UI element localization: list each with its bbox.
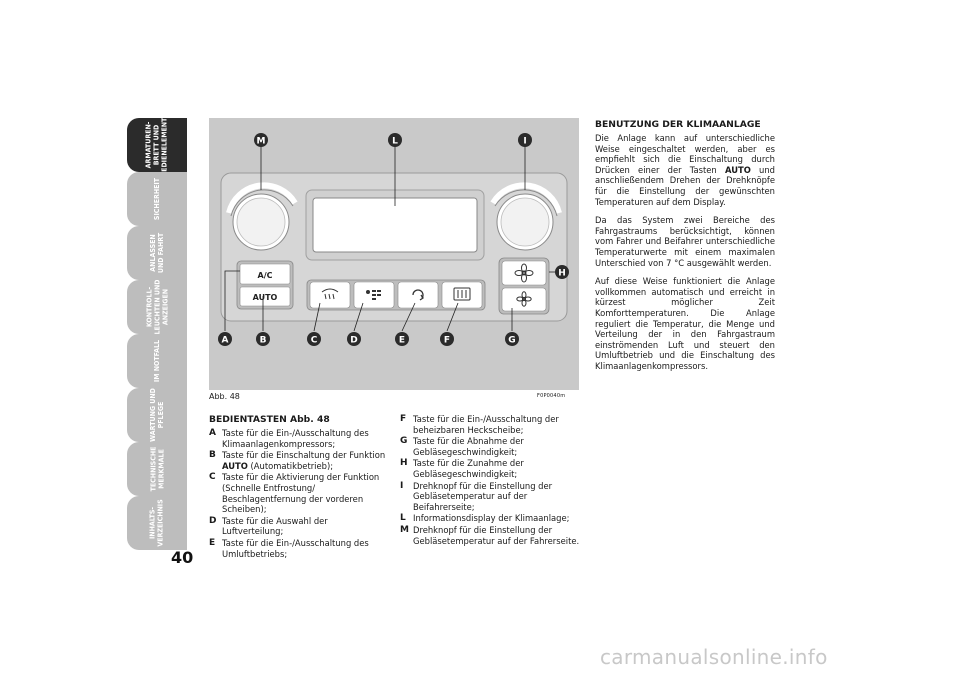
front-defrost-icon bbox=[321, 288, 339, 300]
usage-paragraph: Die Anlage kann auf unterschiedliche Wei… bbox=[595, 133, 775, 207]
side-tab-label: ANLASSEN UND FAHRT bbox=[149, 232, 165, 274]
side-tab-technische-merkmale[interactable]: TECHNISCHE MERKMALE bbox=[127, 442, 187, 496]
callout-f: F bbox=[444, 336, 450, 346]
callout-g: G bbox=[508, 336, 515, 346]
callout-m: M bbox=[257, 137, 266, 147]
side-tab-label: INHALTS- VERZEICHNIS bbox=[149, 499, 165, 547]
auto-button-label: AUTO bbox=[253, 293, 278, 302]
right-temperature-knob bbox=[490, 182, 562, 251]
fan-speed-down-icon bbox=[516, 291, 532, 307]
usage-section: BENUTZUNG DER KLIMAANLAGE Die Anlage kan… bbox=[595, 119, 775, 379]
callout-a: A bbox=[222, 336, 229, 346]
callout-i: I bbox=[523, 137, 526, 147]
callout-h: H bbox=[558, 269, 566, 279]
buttons-heading: BEDIENTASTEN Abb. 48 bbox=[209, 414, 330, 425]
side-tab-label: SICHERHEIT bbox=[152, 177, 161, 221]
side-tab-anlassen[interactable]: ANLASSEN UND FAHRT bbox=[127, 226, 187, 280]
side-tab-sicherheit[interactable]: SICHERHEIT bbox=[127, 172, 187, 226]
air-distribution-icon bbox=[366, 290, 381, 300]
ac-button-label: A/C bbox=[258, 271, 273, 280]
usage-paragraph: Da das System zwei Bereiche des Fahrgast… bbox=[595, 215, 775, 268]
side-tab-armaturenbrett[interactable]: ARMATUREN- BRETT UND BEDIENELEMENTE bbox=[127, 118, 187, 172]
climate-panel-illustration: M L I H A B C D E F G A/C AUTO bbox=[218, 133, 569, 346]
figure-code: F0P0040m bbox=[537, 393, 566, 399]
recirculation-icon bbox=[412, 289, 424, 301]
callout-e: E bbox=[399, 336, 405, 346]
callout-c: C bbox=[311, 336, 318, 346]
climate-panel-figure: M L I H A B C D E F G A/C AUTO bbox=[209, 118, 579, 390]
callout-l: L bbox=[392, 137, 398, 147]
callout-d: D bbox=[350, 336, 357, 346]
side-tab-kontrollleuchten[interactable]: KONTROLL- LEUCHTEN UND ANZEIGEN bbox=[127, 280, 187, 334]
side-tab-im-notfall[interactable]: IM NOTFALL bbox=[127, 334, 187, 388]
usage-heading: BENUTZUNG DER KLIMAANLAGE bbox=[595, 119, 761, 130]
rear-window-heating-icon bbox=[453, 287, 471, 301]
side-tab-wartung[interactable]: WARTUNG UND PFLEGE bbox=[127, 388, 187, 442]
page-number: 40 bbox=[171, 548, 194, 567]
side-tab-label: WARTUNG UND PFLEGE bbox=[148, 388, 165, 442]
left-temperature-knob bbox=[226, 182, 298, 251]
watermark: carmanualsonline.info bbox=[600, 645, 828, 669]
fan-speed-up-icon bbox=[514, 263, 534, 283]
side-tab-label: TECHNISCHE MERKMALE bbox=[149, 446, 165, 492]
side-tab-label: ARMATUREN- BRETT UND BEDIENELEMENTE bbox=[145, 118, 169, 172]
side-tab-label: KONTROLL- LEUCHTEN UND ANZEIGEN bbox=[145, 280, 169, 334]
figure-caption: Abb. 48 bbox=[209, 392, 240, 401]
side-tab-inhaltsverzeichnis[interactable]: INHALTS- VERZEICHNIS bbox=[127, 496, 187, 550]
callout-b: B bbox=[260, 336, 267, 346]
usage-paragraph: Auf diese Weise funktioniert die Anlage … bbox=[595, 276, 775, 371]
side-tab-label: IM NOTFALL bbox=[153, 339, 161, 383]
